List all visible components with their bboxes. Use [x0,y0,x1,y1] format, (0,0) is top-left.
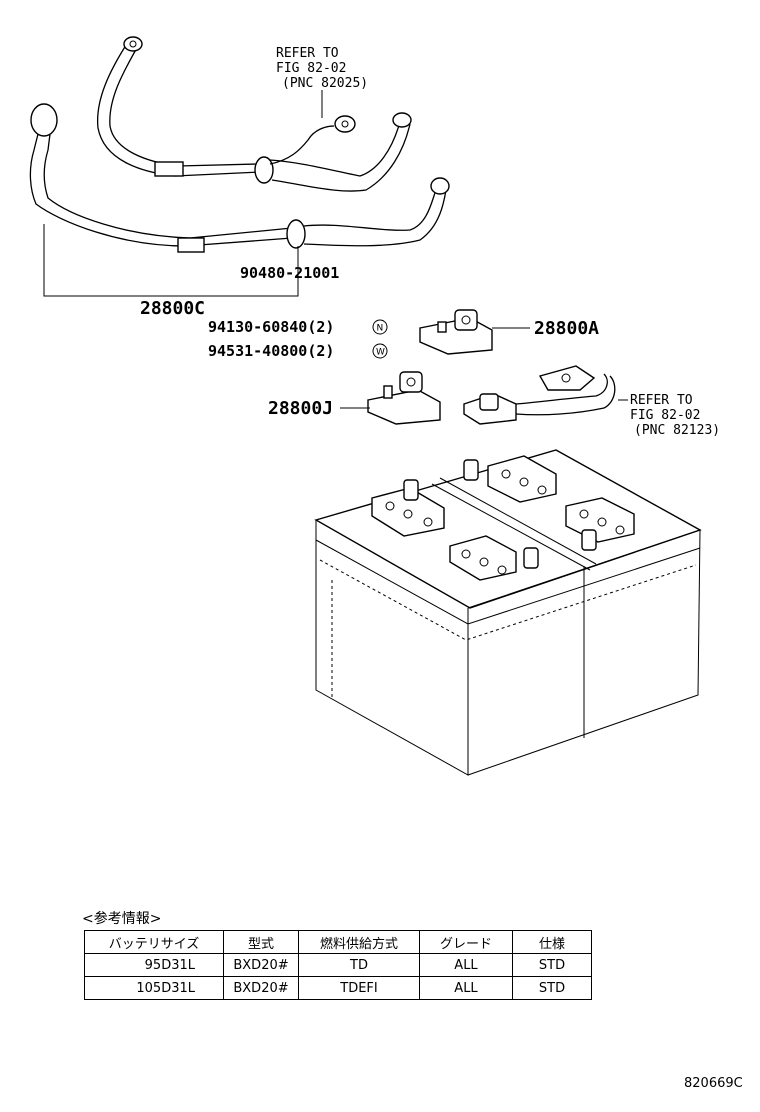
part-label-90480: 90480-21001 [240,264,339,282]
table-cell: ALL [419,953,513,977]
refer-note-82025: REFER TO FIG 82-02 (PNC 82025) [276,46,368,118]
reference-table: バッテリサイズ 型式 燃料供給方式 グレード 仕様 95D31L BXD20# … [84,930,592,1000]
leader-28800C [43,224,299,297]
table-row: 105D31L BXD20# TDEFI ALL STD [84,976,592,1000]
refer-note-82123: REFER TO FIG 82-02 (PNC 82123) [618,393,720,438]
table-cell: STD [512,953,592,977]
header-grade: グレード [419,930,513,954]
reference-title: <参考情報> [82,911,162,927]
terminal-28800A [419,309,530,355]
table-row: 95D31L BXD20# TD ALL STD [84,953,592,977]
table-header-row: バッテリサイズ 型式 燃料供給方式 グレード 仕様 [84,930,592,954]
table-cell: 95D31L [84,953,224,977]
part-label-94130: 94130-60840(2) [208,318,334,336]
battery-cable-lower [29,103,450,253]
table-cell: ALL [419,976,513,1000]
part-label-28800C: 28800C [140,298,205,319]
part-label-94531: 94531-40800(2) [208,342,334,360]
battery [314,449,702,776]
table-cell: BXD20# [223,953,299,977]
svg-text:N: N [377,324,384,334]
svg-text:(PNC 82025): (PNC 82025) [282,76,368,91]
header-spec: 仕様 [512,930,592,954]
table-cell: TD [298,953,420,977]
svg-text:(PNC 82123): (PNC 82123) [634,423,720,438]
table-cell: TDEFI [298,976,420,1000]
battery-cable-upper [96,36,412,192]
svg-text:REFER TO: REFER TO [630,393,693,408]
terminal-28800J [340,371,441,425]
svg-text:W: W [376,348,385,358]
table-cell: STD [512,976,592,1000]
table-cell: 105D31L [84,976,224,1000]
terminal-cable-82123 [463,365,616,425]
svg-text:FIG 82-02: FIG 82-02 [276,61,346,76]
svg-text:REFER TO: REFER TO [276,46,339,61]
part-label-28800J: 28800J [268,398,333,419]
diagram-code: 820669C [684,1076,743,1091]
header-model: 型式 [223,930,299,954]
header-battery-size: バッテリサイズ [84,930,224,954]
part-label-28800A: 28800A [534,318,599,339]
washer-symbol: W [372,343,388,359]
table-cell: BXD20# [223,976,299,1000]
nut-symbol: N [372,319,388,335]
svg-text:FIG 82-02: FIG 82-02 [630,408,700,423]
header-fuel-system: 燃料供給方式 [298,930,420,954]
